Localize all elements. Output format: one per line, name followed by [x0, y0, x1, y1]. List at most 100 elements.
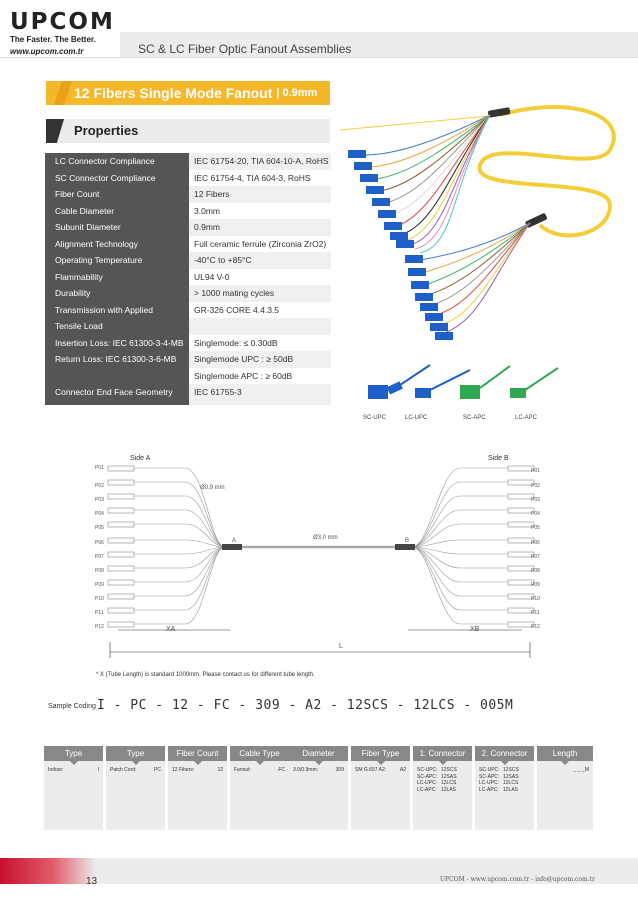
coding-key: Fanout:	[234, 767, 251, 773]
connector-label-lc-upc: LC-UPC	[405, 415, 428, 421]
property-key: Connector End Face Geometry	[45, 384, 189, 401]
property-row: Tensile Load	[45, 318, 331, 335]
port-label-a: P11	[95, 610, 104, 616]
property-row: Durability> 1000 mating cycles	[45, 285, 331, 302]
fiber-line-a	[134, 539, 226, 548]
tube-length-note: * X (Tube Length) is standard 1000mm. Pl…	[96, 672, 315, 678]
property-value-end	[189, 400, 331, 405]
property-key: Subunit Diameter	[45, 219, 189, 236]
port-label-b: P08	[531, 568, 540, 574]
fiber-line-b	[411, 523, 508, 548]
coding-value: _ _ _M	[573, 767, 589, 773]
property-key-end	[45, 400, 189, 405]
coding-value: 12LCS	[441, 780, 457, 786]
coding-column-fiber-type: Fiber Type SM G.657 A2:A2	[351, 746, 410, 830]
port-label-b: P12	[531, 624, 540, 630]
coding-key: Patch Cord:	[110, 767, 137, 773]
property-value: IEC 61754-20, TIA 604-10-A, RoHS	[189, 153, 331, 170]
port-connector-a	[107, 479, 135, 486]
coding-key: Indoor:	[48, 767, 64, 773]
coding-value: 12SCS	[503, 767, 519, 773]
coding-head: Type	[44, 746, 103, 765]
port-label-b: P02	[531, 483, 540, 489]
fiber-diameter-label: Ø0.9 mm	[200, 485, 225, 491]
fiber-line-a	[134, 546, 226, 625]
length-label: L	[339, 643, 343, 650]
breakout-a	[222, 544, 242, 550]
coding-key: 3.0/0.9mm:	[293, 767, 319, 773]
side-b-label: Side B	[488, 455, 509, 462]
fanout-product-image	[340, 105, 616, 340]
coding-key: SC-UPC:	[417, 767, 438, 773]
port-label-a: P10	[95, 596, 104, 602]
coding-value: 12LCS	[503, 780, 519, 786]
property-value: > 1000 mating cycles	[189, 285, 331, 302]
property-key	[45, 367, 189, 384]
point-b-label: B	[405, 538, 410, 544]
breakout-a	[487, 107, 511, 118]
sc-connectors-b	[405, 255, 453, 340]
property-value	[189, 318, 331, 335]
product-subtitle: | 0.9mm	[276, 87, 318, 99]
port-connector-a	[107, 493, 135, 500]
port-label-a: P07	[95, 554, 104, 560]
port-label-b: P03	[531, 497, 540, 503]
port-label-a: P09	[95, 582, 104, 588]
connector-label-sc-upc: SC-UPC	[363, 415, 387, 421]
coding-column-length: Length _ _ _M	[537, 746, 593, 830]
property-value: 12 Fibers	[189, 186, 331, 203]
port-connector-b	[507, 479, 535, 486]
connector-label-sc-apc: SC-APC	[463, 415, 486, 421]
coding-head: Fiber Count	[168, 746, 227, 765]
property-key: Insertion Loss: IEC 61300-3-4-MB	[45, 334, 189, 351]
coding-key: SC-APC:	[479, 773, 500, 780]
website: www.upcom.com.tr	[10, 47, 84, 56]
property-key: Return Loss: IEC 61300-3-6-MB	[45, 351, 189, 368]
fiber-line-a	[134, 523, 226, 548]
logo-text: UPCOM	[10, 9, 115, 35]
property-key: Flammability	[45, 268, 189, 285]
property-row-end	[45, 400, 331, 405]
fiber-line-b	[411, 546, 508, 597]
property-value: IEC 61755-3	[189, 384, 331, 401]
footer-contact: UPCOM - www.upcom.com.tr - info@upcom.co…	[440, 876, 595, 883]
page-title: SC & LC Fiber Optic Fanout Assemblies	[138, 42, 352, 56]
sc-apc-connector-image	[460, 365, 511, 399]
coding-head: Length	[537, 746, 593, 765]
property-value: Full ceramic ferrule (Zirconia ZrO2)	[189, 235, 331, 252]
coding-column-connector-1: 1. Connector SC-UPC:12SCS SC-APC:12SAS L…	[413, 746, 472, 830]
fiber-line-b	[411, 539, 508, 548]
property-value: UL94 V-0	[189, 268, 331, 285]
port-connector-b	[507, 521, 535, 528]
fiber-line-a	[134, 546, 226, 611]
footer-band	[0, 858, 638, 884]
fiber-line-a	[134, 467, 226, 548]
port-connector-b	[507, 465, 535, 472]
fiber-line-a	[134, 546, 226, 597]
port-connector-a	[107, 607, 135, 614]
port-connector-b	[507, 507, 535, 514]
port-connector-a	[107, 621, 135, 628]
header-divider	[0, 57, 638, 58]
properties-heading: Properties	[74, 123, 139, 138]
port-connector-b	[507, 579, 535, 586]
property-key: Cable Diameter	[45, 202, 189, 219]
port-label-a: P08	[95, 568, 104, 574]
port-connector-b	[507, 551, 535, 558]
fiber-line-a	[134, 481, 226, 548]
coding-value: 12	[217, 767, 223, 773]
lc-apc-connector-image	[510, 367, 559, 398]
property-value: IEC 61754-4, TIA 604-3, RoHS	[189, 169, 331, 186]
fiber-line-b	[411, 546, 508, 583]
port-label-a: P06	[95, 540, 104, 546]
cable-diameter-label: Ø3.0 mm	[313, 535, 338, 541]
